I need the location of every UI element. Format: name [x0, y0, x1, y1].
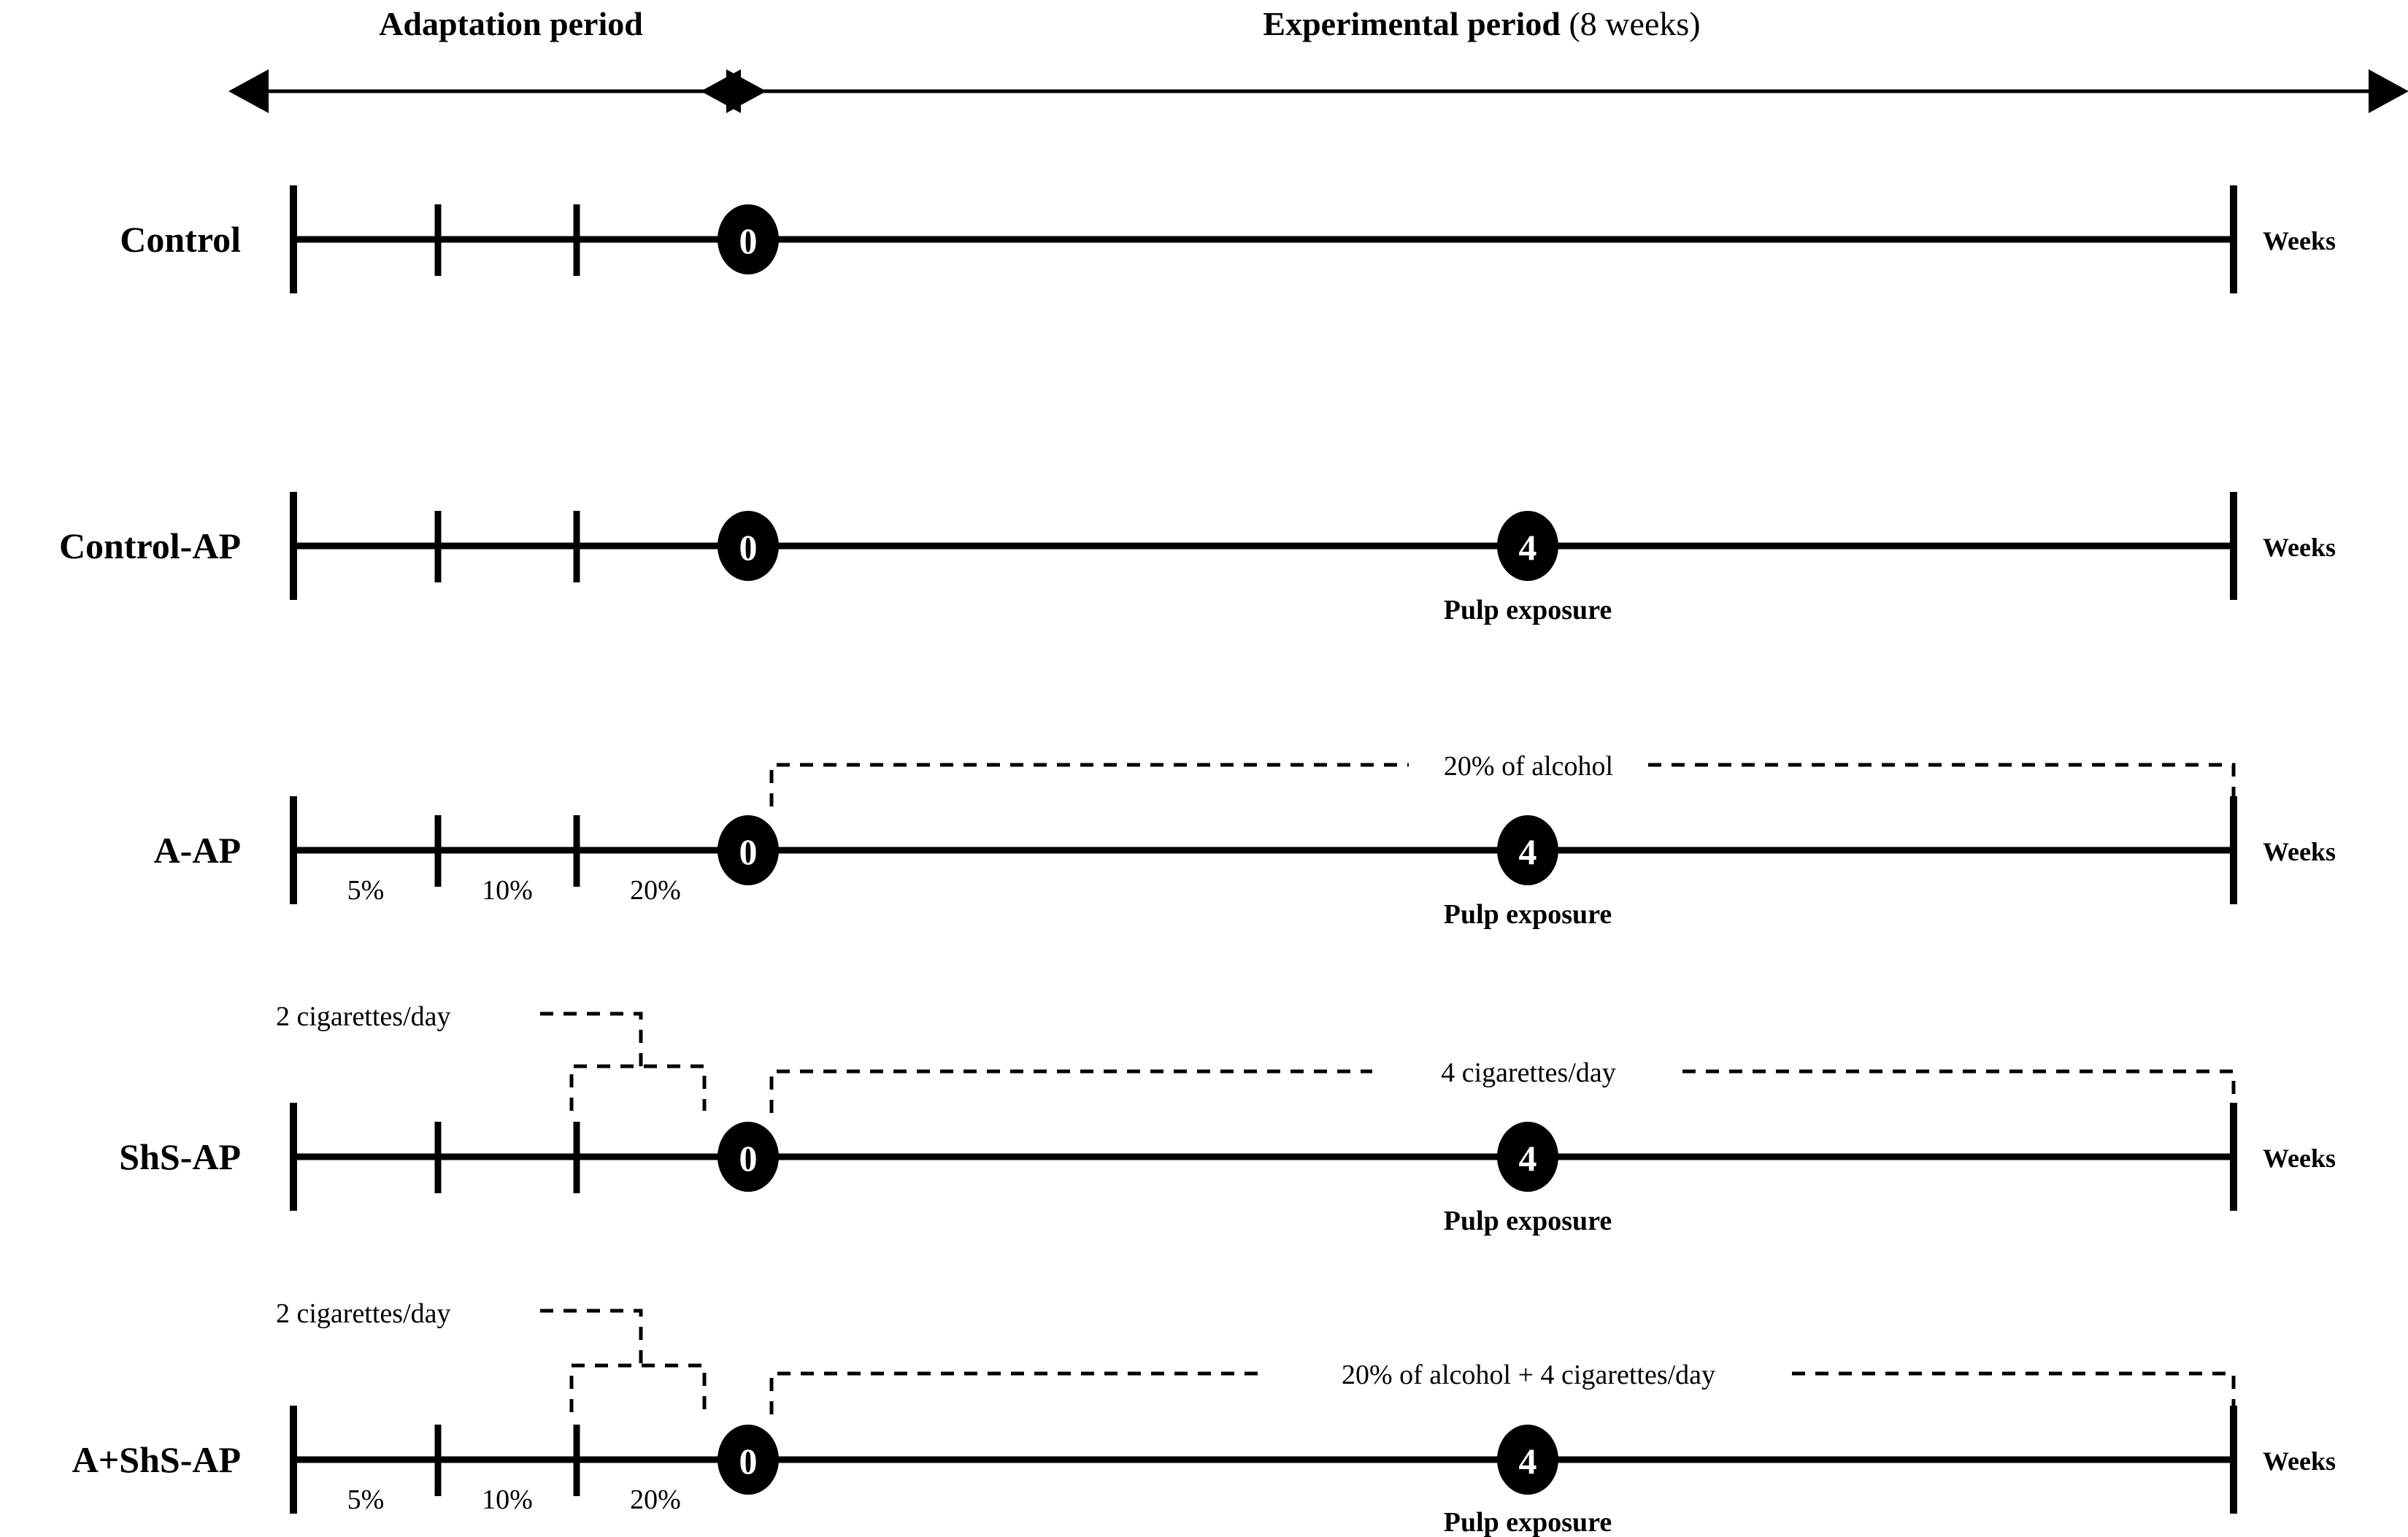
week-marker-zero-label-control: 0: [739, 220, 758, 261]
week-marker-zero-a-shs-ap: [718, 1425, 779, 1495]
treatment-bracket-left-a-shs-ap: [769, 1371, 1265, 1414]
timeline-row-shs-ap: ShS-AP 0 4 Pulp exposure 2 cigarettes/da…: [119, 1001, 2336, 1236]
pre-treatment-label-a-shs-ap: 2 cigarettes/day: [276, 1298, 451, 1329]
timeline-row-a-ap: A-AP 0 4 Pulp exposure 5% 10% 20% 20% of…: [154, 751, 2336, 930]
percent-label-20-a-ap: 20%: [630, 875, 681, 906]
percent-label-5-a-shs-ap: 5%: [347, 1484, 385, 1515]
treatment-bracket-left-a-ap: [769, 763, 1409, 806]
treatment-bracket-left-shs-ap: [769, 1069, 1372, 1113]
treatment-label-a-shs-ap: 20% of alcohol + 4 cigarettes/day: [1342, 1360, 1715, 1390]
week-marker-four-label-a-ap: 4: [1519, 831, 1537, 872]
week-marker-zero-label-a-shs-ap: 0: [739, 1441, 758, 1482]
pre-treatment-bracket-a-shs-ap: [569, 1363, 707, 1412]
treatment-bracket-right-a-shs-ap: [1792, 1371, 2236, 1411]
experimental-period-title-weeks: (8 weeks): [1561, 5, 1701, 42]
treatment-bracket-right-shs-ap: [1682, 1069, 2236, 1109]
weeks-axis-label-a-ap: Weeks: [2263, 837, 2336, 866]
row-label-control: Control: [120, 219, 241, 260]
week-marker-zero-control-ap: [718, 511, 779, 581]
pre-treatment-label-shs-ap: 2 cigarettes/day: [276, 1001, 451, 1032]
timeline-row-control: Control 0 Weeks: [120, 185, 2336, 293]
percent-label-5-a-ap: 5%: [347, 875, 385, 906]
treatment-label-shs-ap: 4 cigarettes/day: [1441, 1058, 1616, 1088]
pulp-exposure-label-a-ap: Pulp exposure: [1444, 899, 1612, 930]
week-marker-zero-label-control-ap: 0: [739, 527, 758, 568]
treatment-label-a-ap: 20% of alcohol: [1444, 751, 1613, 782]
treatment-bracket-right-a-ap: [1648, 763, 2236, 803]
week-marker-four-control-ap: [1497, 511, 1558, 581]
pulp-exposure-label-shs-ap: Pulp exposure: [1444, 1206, 1612, 1236]
week-marker-four-label-a-shs-ap: 4: [1519, 1441, 1537, 1482]
row-label-shs-ap: ShS-AP: [119, 1136, 241, 1177]
weeks-axis-label-shs-ap: Weeks: [2263, 1144, 2336, 1173]
pre-treatment-leader-shs-ap: [540, 1012, 643, 1066]
week-marker-four-label-control-ap: 4: [1519, 527, 1537, 568]
weeks-axis-label-a-shs-ap: Weeks: [2263, 1447, 2336, 1476]
week-marker-four-label-shs-ap: 4: [1519, 1138, 1537, 1179]
pulp-exposure-label-a-shs-ap: Pulp exposure: [1444, 1507, 1612, 1537]
percent-label-10-a-shs-ap: 10%: [482, 1484, 533, 1515]
percent-label-10-a-ap: 10%: [482, 875, 533, 906]
row-label-a-shs-ap: A+ShS-AP: [72, 1439, 241, 1480]
row-label-control-ap: Control-AP: [59, 525, 241, 566]
week-marker-zero-a-ap: [718, 815, 779, 885]
row-label-a-ap: A-AP: [154, 830, 241, 871]
pulp-exposure-label-control-ap: Pulp exposure: [1444, 595, 1612, 625]
timeline-row-control-ap: Control-AP 0 4 Pulp exposure Weeks: [59, 492, 2336, 625]
week-marker-four-shs-ap: [1497, 1122, 1558, 1192]
timeline-row-a-shs-ap: A+ShS-AP 0 4 Pulp exposure 5% 10% 20% 2 …: [72, 1298, 2336, 1537]
week-marker-zero-label-shs-ap: 0: [739, 1138, 758, 1179]
pre-treatment-bracket-shs-ap: [569, 1064, 707, 1111]
week-marker-zero-control: [718, 204, 779, 274]
experimental-period-title-bold: Experimental period: [1263, 5, 1561, 42]
week-marker-four-a-ap: [1497, 815, 1558, 885]
percent-label-20-a-shs-ap: 20%: [630, 1484, 681, 1515]
weeks-axis-label-control: Weeks: [2263, 226, 2336, 255]
week-marker-zero-shs-ap: [718, 1122, 779, 1192]
pre-treatment-leader-a-shs-ap: [540, 1309, 643, 1365]
weeks-axis-label-control-ap: Weeks: [2263, 533, 2336, 562]
adaptation-period-title: Adaptation period: [379, 5, 643, 42]
week-marker-four-a-shs-ap: [1497, 1425, 1558, 1495]
experimental-period-title: Experimental period (8 weeks): [1263, 5, 1700, 42]
week-marker-zero-label-a-ap: 0: [739, 831, 758, 872]
